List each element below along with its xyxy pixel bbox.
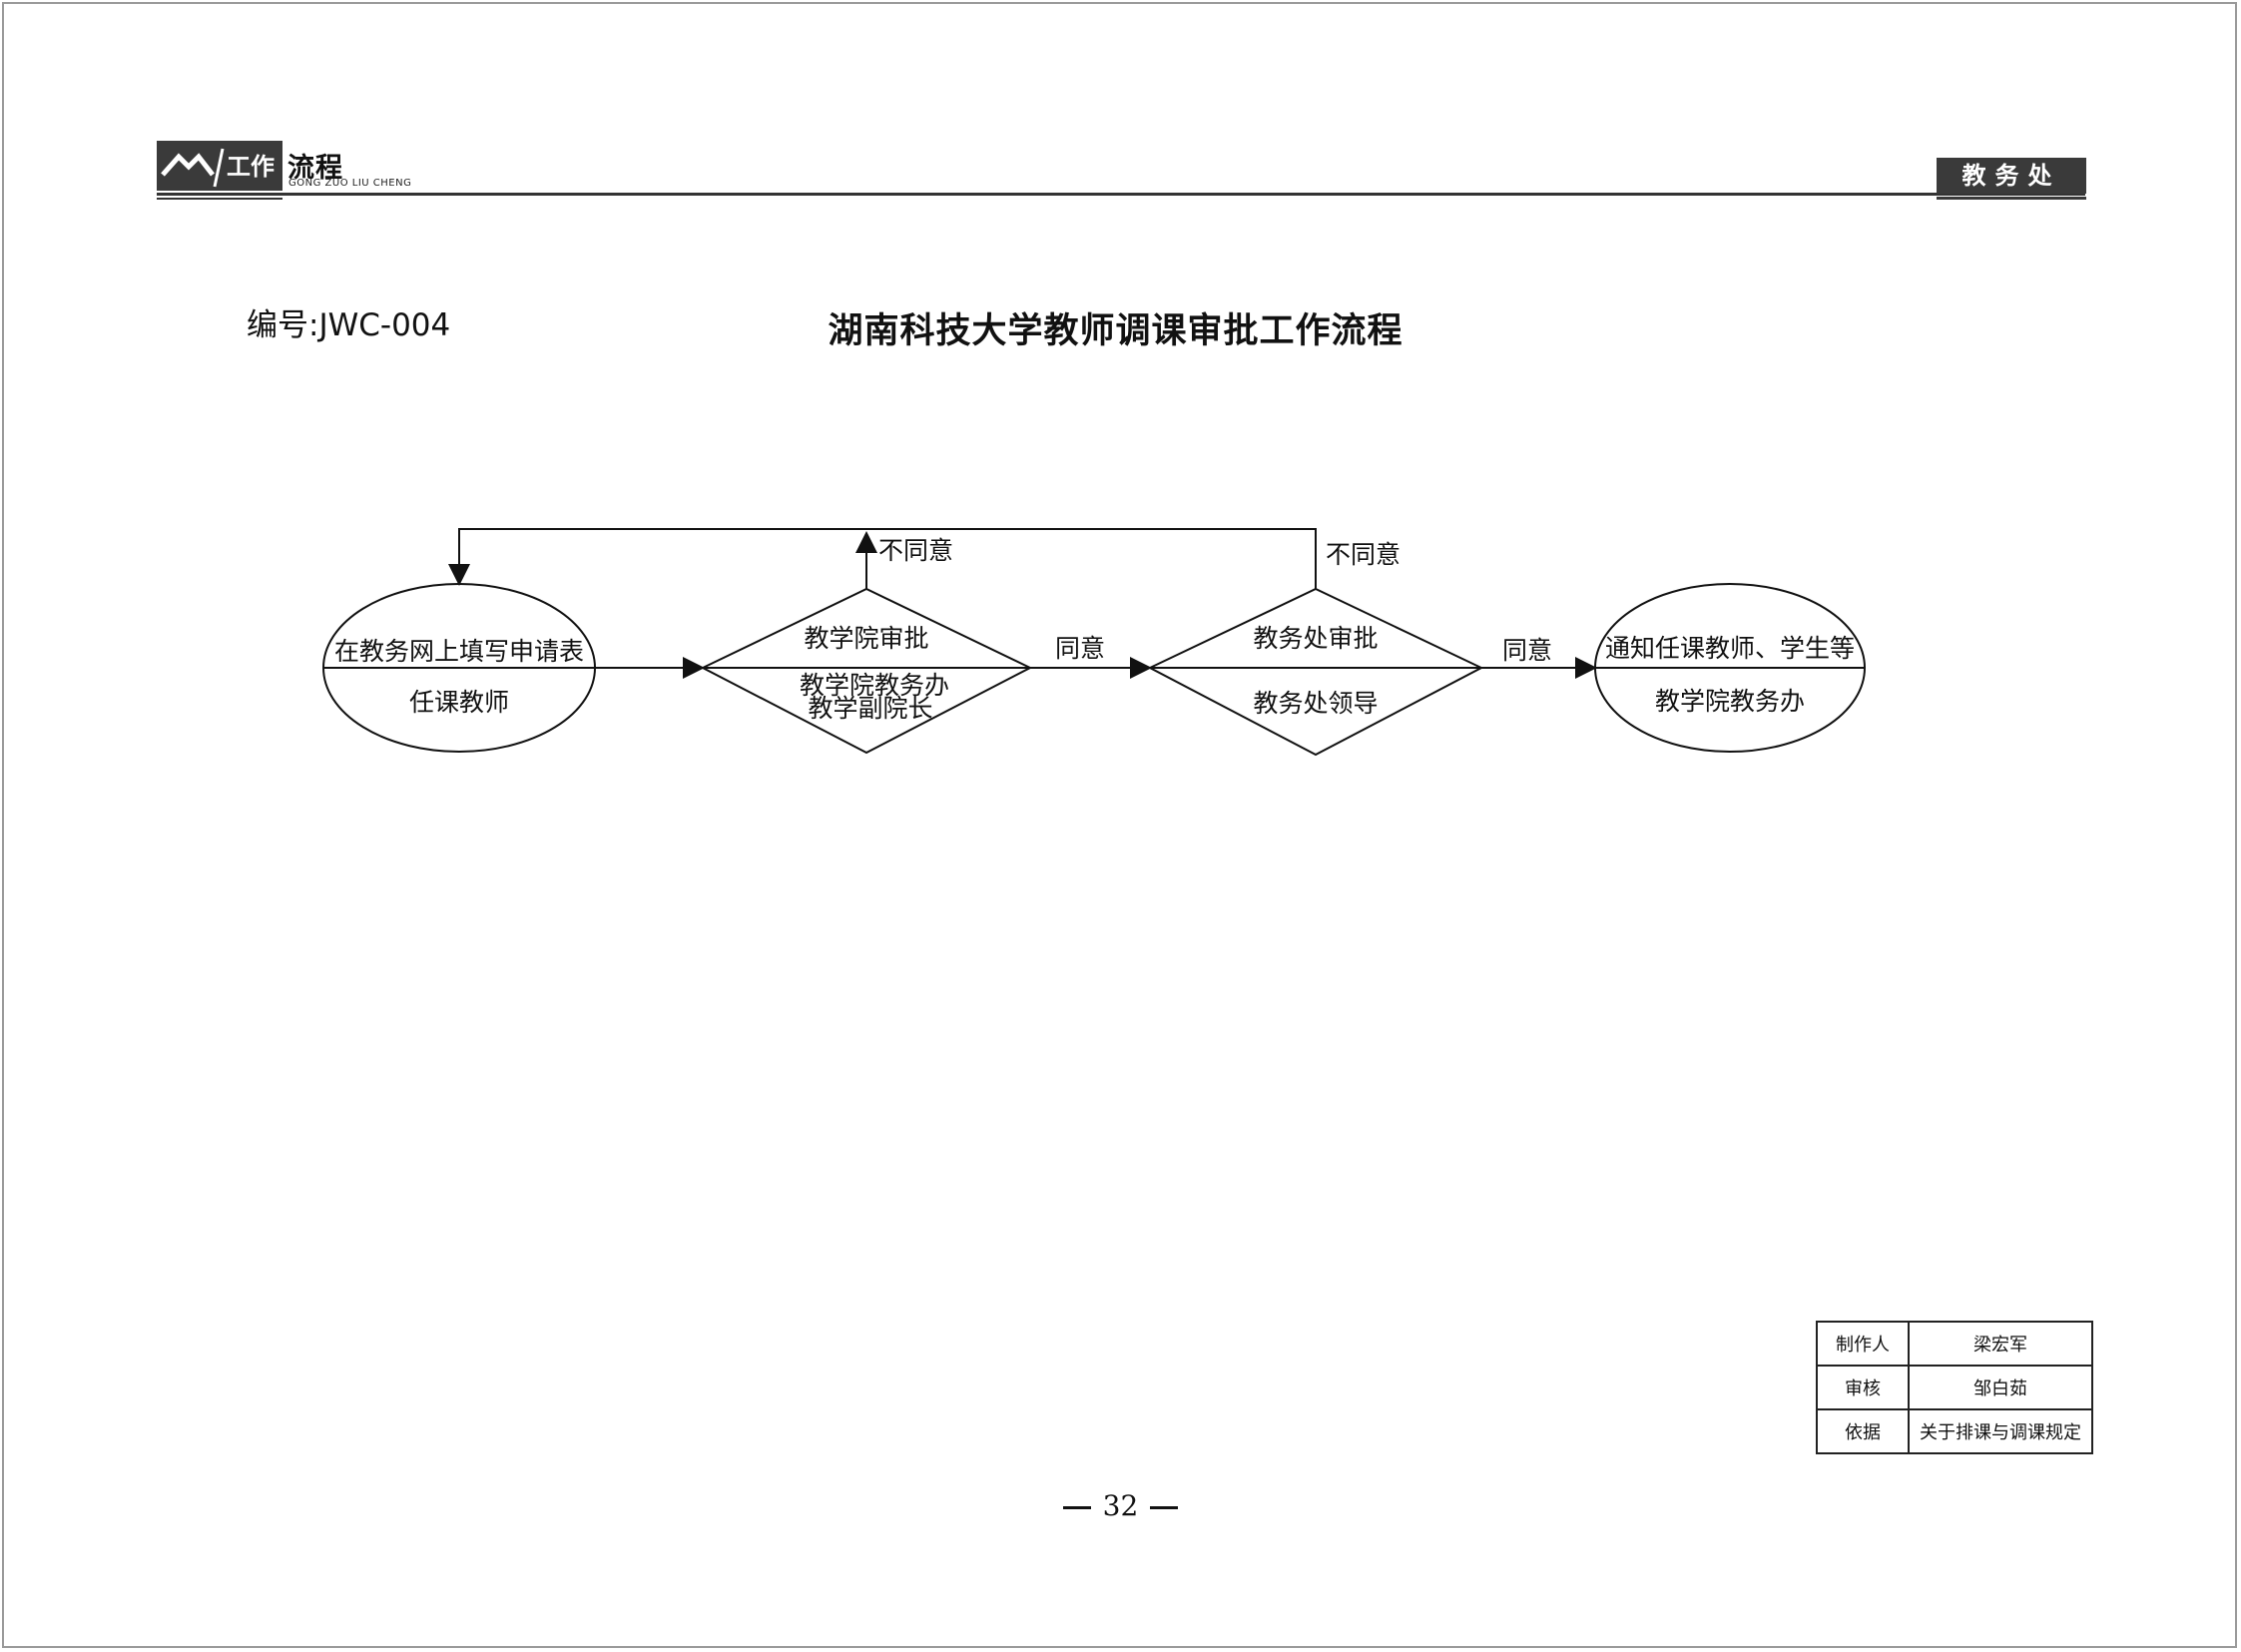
header-rule-accent	[157, 198, 282, 200]
start-actor-label: 任课教师	[409, 688, 509, 717]
page-dash-right	[1150, 1506, 1179, 1509]
info-key: 审核	[1816, 1365, 1910, 1410]
table-row: 审核 邹白茹	[1816, 1365, 2093, 1410]
page-number-text: 32	[1102, 1489, 1139, 1522]
college-action-label: 教学院审批	[804, 624, 928, 653]
start-node: 在教务网上填写申请表 任课教师	[322, 583, 596, 753]
college-actor-line1: 教学院教务办	[800, 671, 949, 700]
end-node: 通知任课教师、学生等 教学院教务办	[1594, 583, 1866, 753]
brand-label: 工作	[227, 153, 275, 181]
mountain-logo-icon: 工作	[157, 141, 282, 191]
end-actor-label: 教学院教务办	[1655, 687, 1805, 716]
edge-reject-return	[448, 528, 1317, 589]
office-approval-node: 教务处审批 教务处领导	[1147, 587, 1484, 757]
info-key: 制作人	[1816, 1321, 1910, 1367]
brand-pinyin: GONG ZUO LIU CHENG	[288, 178, 412, 189]
info-key: 依据	[1816, 1408, 1910, 1454]
start-action-label: 在教务网上填写申请表	[334, 637, 584, 666]
info-value: 关于排课与调课规定	[1908, 1408, 2093, 1454]
document-title: 湖南科技大学教师调课审批工作流程	[0, 302, 2241, 353]
college-actor-line2: 教学副院长	[808, 694, 932, 723]
disagree-label-1: 不同意	[878, 536, 953, 565]
department-badge: 教务处	[1937, 158, 2086, 194]
disagree-label-2: 不同意	[1326, 540, 1401, 569]
brand-name: 流程	[287, 153, 343, 184]
agree-label-2: 同意	[1502, 636, 1552, 665]
office-action-label: 教务处审批	[1253, 624, 1378, 653]
info-value: 梁宏军	[1908, 1321, 2093, 1367]
page-dash-left	[1062, 1506, 1091, 1509]
table-row: 制作人 梁宏军	[1816, 1321, 2093, 1367]
document-code: 编号:JWC-004	[247, 307, 451, 343]
rejection-loop: 不同意 不同意	[448, 528, 1401, 589]
agree-label-1: 同意	[1055, 634, 1105, 663]
table-row: 依据 关于排课与调课规定	[1816, 1408, 2093, 1454]
end-action-label: 通知任课教师、学生等	[1605, 634, 1855, 663]
page-number: 32	[0, 1489, 2241, 1522]
college-approval-node: 教学院审批 教学院教务办 教学副院长	[700, 587, 1033, 755]
info-value: 邹白茹	[1908, 1365, 2093, 1410]
document-info-table: 制作人 梁宏军 审核 邹白茹 依据 关于排课与调课规定	[1816, 1321, 2093, 1454]
department-underline	[1937, 197, 2086, 200]
header-rule	[157, 193, 2085, 196]
office-actor-label: 教务处领导	[1253, 689, 1378, 718]
document-title-text: 湖南科技大学教师调课审批工作流程	[828, 311, 1403, 351]
